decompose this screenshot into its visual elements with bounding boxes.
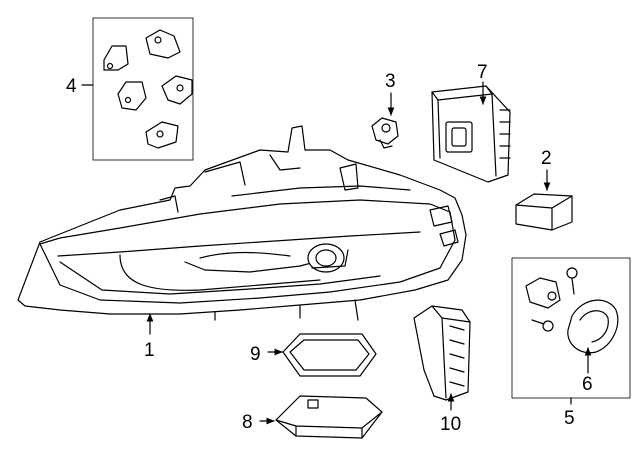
adjuster-kit-box xyxy=(511,257,631,405)
callout-2: 2 xyxy=(541,148,552,169)
callout-1: 1 xyxy=(144,340,155,361)
housing-cover xyxy=(413,305,471,411)
ballast xyxy=(259,395,383,439)
bulb-socket xyxy=(371,92,399,149)
callout-9: 9 xyxy=(250,344,261,365)
callout-7: 7 xyxy=(477,62,488,83)
callout-8: 8 xyxy=(242,412,253,433)
callout-6: 6 xyxy=(582,374,593,395)
gasket xyxy=(267,333,377,377)
headlamp-assembly xyxy=(17,125,467,321)
control-module xyxy=(431,81,511,183)
module-block xyxy=(515,169,573,231)
callout-3: 3 xyxy=(385,71,396,92)
bracket-kit-box xyxy=(81,17,194,161)
callout-4: 4 xyxy=(66,76,77,97)
callout-5: 5 xyxy=(564,408,575,429)
callout-10: 10 xyxy=(440,414,461,435)
